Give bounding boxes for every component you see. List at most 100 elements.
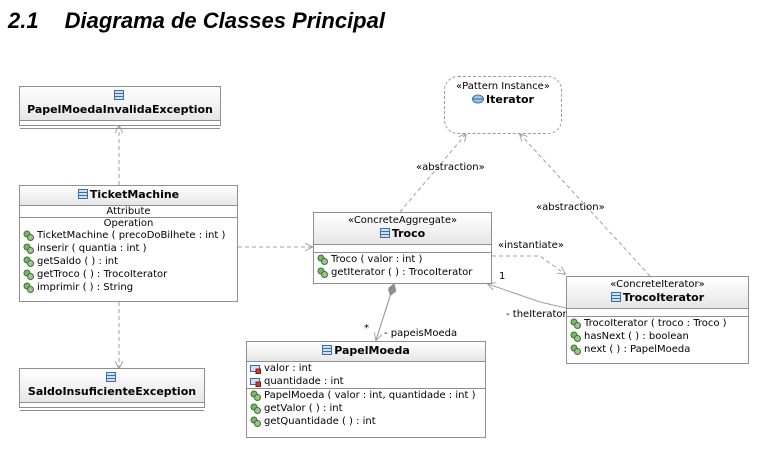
label-abstraction-left: «abstraction» xyxy=(416,162,485,173)
operation-signature: Troco ( valor : int ) xyxy=(331,254,423,265)
operation-signature: imprimir ( ) : String xyxy=(37,282,134,293)
class-name: Troco xyxy=(391,227,426,240)
attribute-section xyxy=(567,309,748,317)
class-icon xyxy=(106,372,116,382)
operation-signature: getQuantidade ( ) : int xyxy=(264,416,376,427)
class-stereotype: «ConcreteAggregate» xyxy=(347,215,458,226)
class-header: SaldoInsuficienteException xyxy=(20,369,204,403)
operation-signature: getIterator ( ) : TrocoIterator xyxy=(331,267,473,278)
operation-icon xyxy=(250,390,261,401)
label-papeis-moeda: - papeisMoeda xyxy=(384,328,458,339)
class-troco[interactable]: «ConcreteAggregate» Troco Troco ( valor … xyxy=(313,212,492,284)
label-the-iterator: - theIterator xyxy=(506,309,567,320)
operation-section: PapelMoeda ( valor : int, quantidade : i… xyxy=(247,389,485,428)
operation-icon xyxy=(570,344,581,355)
edge-troco-papelmoeda-composition xyxy=(376,284,394,340)
operation-icon xyxy=(317,254,328,265)
operation-signature: getTroco ( ) : TrocoIterator xyxy=(37,269,168,280)
operation-signature: PapelMoeda ( valor : int, quantidade : i… xyxy=(264,390,476,401)
class-name: TicketMachine xyxy=(89,188,180,201)
operation-signature: TicketMachine ( precoDoBilhete : int ) xyxy=(37,230,226,241)
operation-icon xyxy=(23,282,34,293)
attribute-compartment-label: Attribute xyxy=(106,206,151,217)
operation-row[interactable]: inserir ( quantia : int ) xyxy=(20,242,237,255)
operation-icon xyxy=(23,243,34,254)
label-instantiate: «instantiate» xyxy=(498,240,564,251)
private-attribute-icon xyxy=(250,365,261,374)
class-icon xyxy=(77,189,88,199)
operation-icon xyxy=(570,331,581,342)
operation-icon xyxy=(23,230,34,241)
attribute-section xyxy=(314,245,491,253)
class-name: PapelMoeda xyxy=(334,344,410,357)
attribute-section: valor : int quantidade : int xyxy=(247,362,485,389)
operation-row[interactable]: getValor ( ) : int xyxy=(247,402,485,415)
operation-signature: hasNext ( ) : boolean xyxy=(584,331,689,342)
operation-row[interactable]: next ( ) : PapelMoeda xyxy=(567,343,748,356)
class-name: TrocoIterator xyxy=(622,291,705,304)
operation-icon xyxy=(250,403,261,414)
attribute-section xyxy=(20,121,220,129)
class-header: «ConcreteIterator» TrocoIterator xyxy=(567,277,748,309)
class-icon xyxy=(610,292,621,302)
pattern-stereotype: «Pattern Instance» xyxy=(456,81,550,92)
class-papelmoeda[interactable]: PapelMoeda valor : int quantidade : int … xyxy=(246,341,486,438)
label-multiplicity-many: * xyxy=(364,323,369,334)
label-multiplicity-one: 1 xyxy=(499,271,506,282)
operation-row[interactable]: getSaldo ( ) : int xyxy=(20,255,237,268)
operation-icon xyxy=(23,256,34,267)
class-header: TicketMachine xyxy=(20,186,237,206)
operation-section: Troco ( valor : int ) getIterator ( ) : … xyxy=(314,253,491,279)
operation-row[interactable]: TrocoIterator ( troco : Troco ) xyxy=(567,317,748,330)
label-abstraction-right: «abstraction» xyxy=(536,202,605,213)
attribute-section xyxy=(20,403,204,411)
pattern-name-row: Iterator xyxy=(445,93,561,106)
class-icon xyxy=(379,228,390,238)
operation-row[interactable]: getIterator ( ) : TrocoIterator xyxy=(314,266,491,279)
operation-row[interactable]: PapelMoeda ( valor : int, quantidade : i… xyxy=(247,389,485,402)
operation-row[interactable]: getQuantidade ( ) : int xyxy=(247,415,485,428)
edge-troco-trocoiterator-instantiate xyxy=(492,255,565,274)
operation-icon xyxy=(570,318,581,329)
operation-signature: next ( ) : PapelMoeda xyxy=(584,344,691,355)
attribute-row[interactable]: valor : int xyxy=(247,362,485,375)
attribute-section: Attribute xyxy=(20,206,237,218)
section-title: Diagrama de Classes Principal xyxy=(64,8,385,33)
operation-icon xyxy=(250,416,261,427)
class-trocoiterator[interactable]: «ConcreteIterator» TrocoIterator TrocoIt… xyxy=(566,276,749,364)
operation-signature: TrocoIterator ( troco : Troco ) xyxy=(584,318,727,329)
class-header: PapelMoedaInvalidaException xyxy=(20,87,220,121)
class-ticketmachine[interactable]: TicketMachine Attribute Operation Ticket… xyxy=(19,185,238,302)
operation-row[interactable]: hasNext ( ) : boolean xyxy=(567,330,748,343)
operation-signature: getSaldo ( ) : int xyxy=(37,256,119,267)
pattern-name: Iterator xyxy=(486,93,534,106)
operation-row[interactable]: getTroco ( ) : TrocoIterator xyxy=(20,268,237,281)
class-saldo-insuficiente-exception[interactable]: SaldoInsuficienteException xyxy=(19,368,205,411)
class-icon xyxy=(322,345,333,355)
operation-signature: inserir ( quantia : int ) xyxy=(37,243,147,254)
edge-troco-iterator xyxy=(399,134,466,213)
class-name: PapelMoedaInvalidaException xyxy=(27,103,213,116)
class-stereotype: «ConcreteIterator» xyxy=(610,279,705,290)
edge-trocoiterator-troco-association xyxy=(488,284,567,309)
class-header: «ConcreteAggregate» Troco xyxy=(314,213,491,245)
operation-icon xyxy=(317,267,328,278)
operation-section xyxy=(20,411,204,418)
pattern-instance-iterator[interactable]: «Pattern Instance» Iterator xyxy=(444,76,562,134)
operation-compartment-label: Operation xyxy=(103,218,154,229)
attribute-signature: valor : int xyxy=(264,363,312,374)
operation-row[interactable]: Troco ( valor : int ) xyxy=(314,253,491,266)
class-papelmoeda-invalida-exception[interactable]: PapelMoedaInvalidaException xyxy=(19,86,221,129)
attribute-row[interactable]: quantidade : int xyxy=(247,375,485,388)
operation-row[interactable]: TicketMachine ( precoDoBilhete : int ) xyxy=(20,229,237,242)
class-header: PapelMoeda xyxy=(247,342,485,362)
attribute-signature: quantidade : int xyxy=(264,376,344,387)
operation-section: TrocoIterator ( troco : Troco ) hasNext … xyxy=(567,317,748,356)
operation-signature: getValor ( ) : int xyxy=(264,403,343,414)
operation-section xyxy=(20,129,220,136)
pattern-icon xyxy=(472,94,485,104)
operation-section: Operation TicketMachine ( precoDoBilhete… xyxy=(20,218,237,294)
operation-row[interactable]: imprimir ( ) : String xyxy=(20,281,237,294)
